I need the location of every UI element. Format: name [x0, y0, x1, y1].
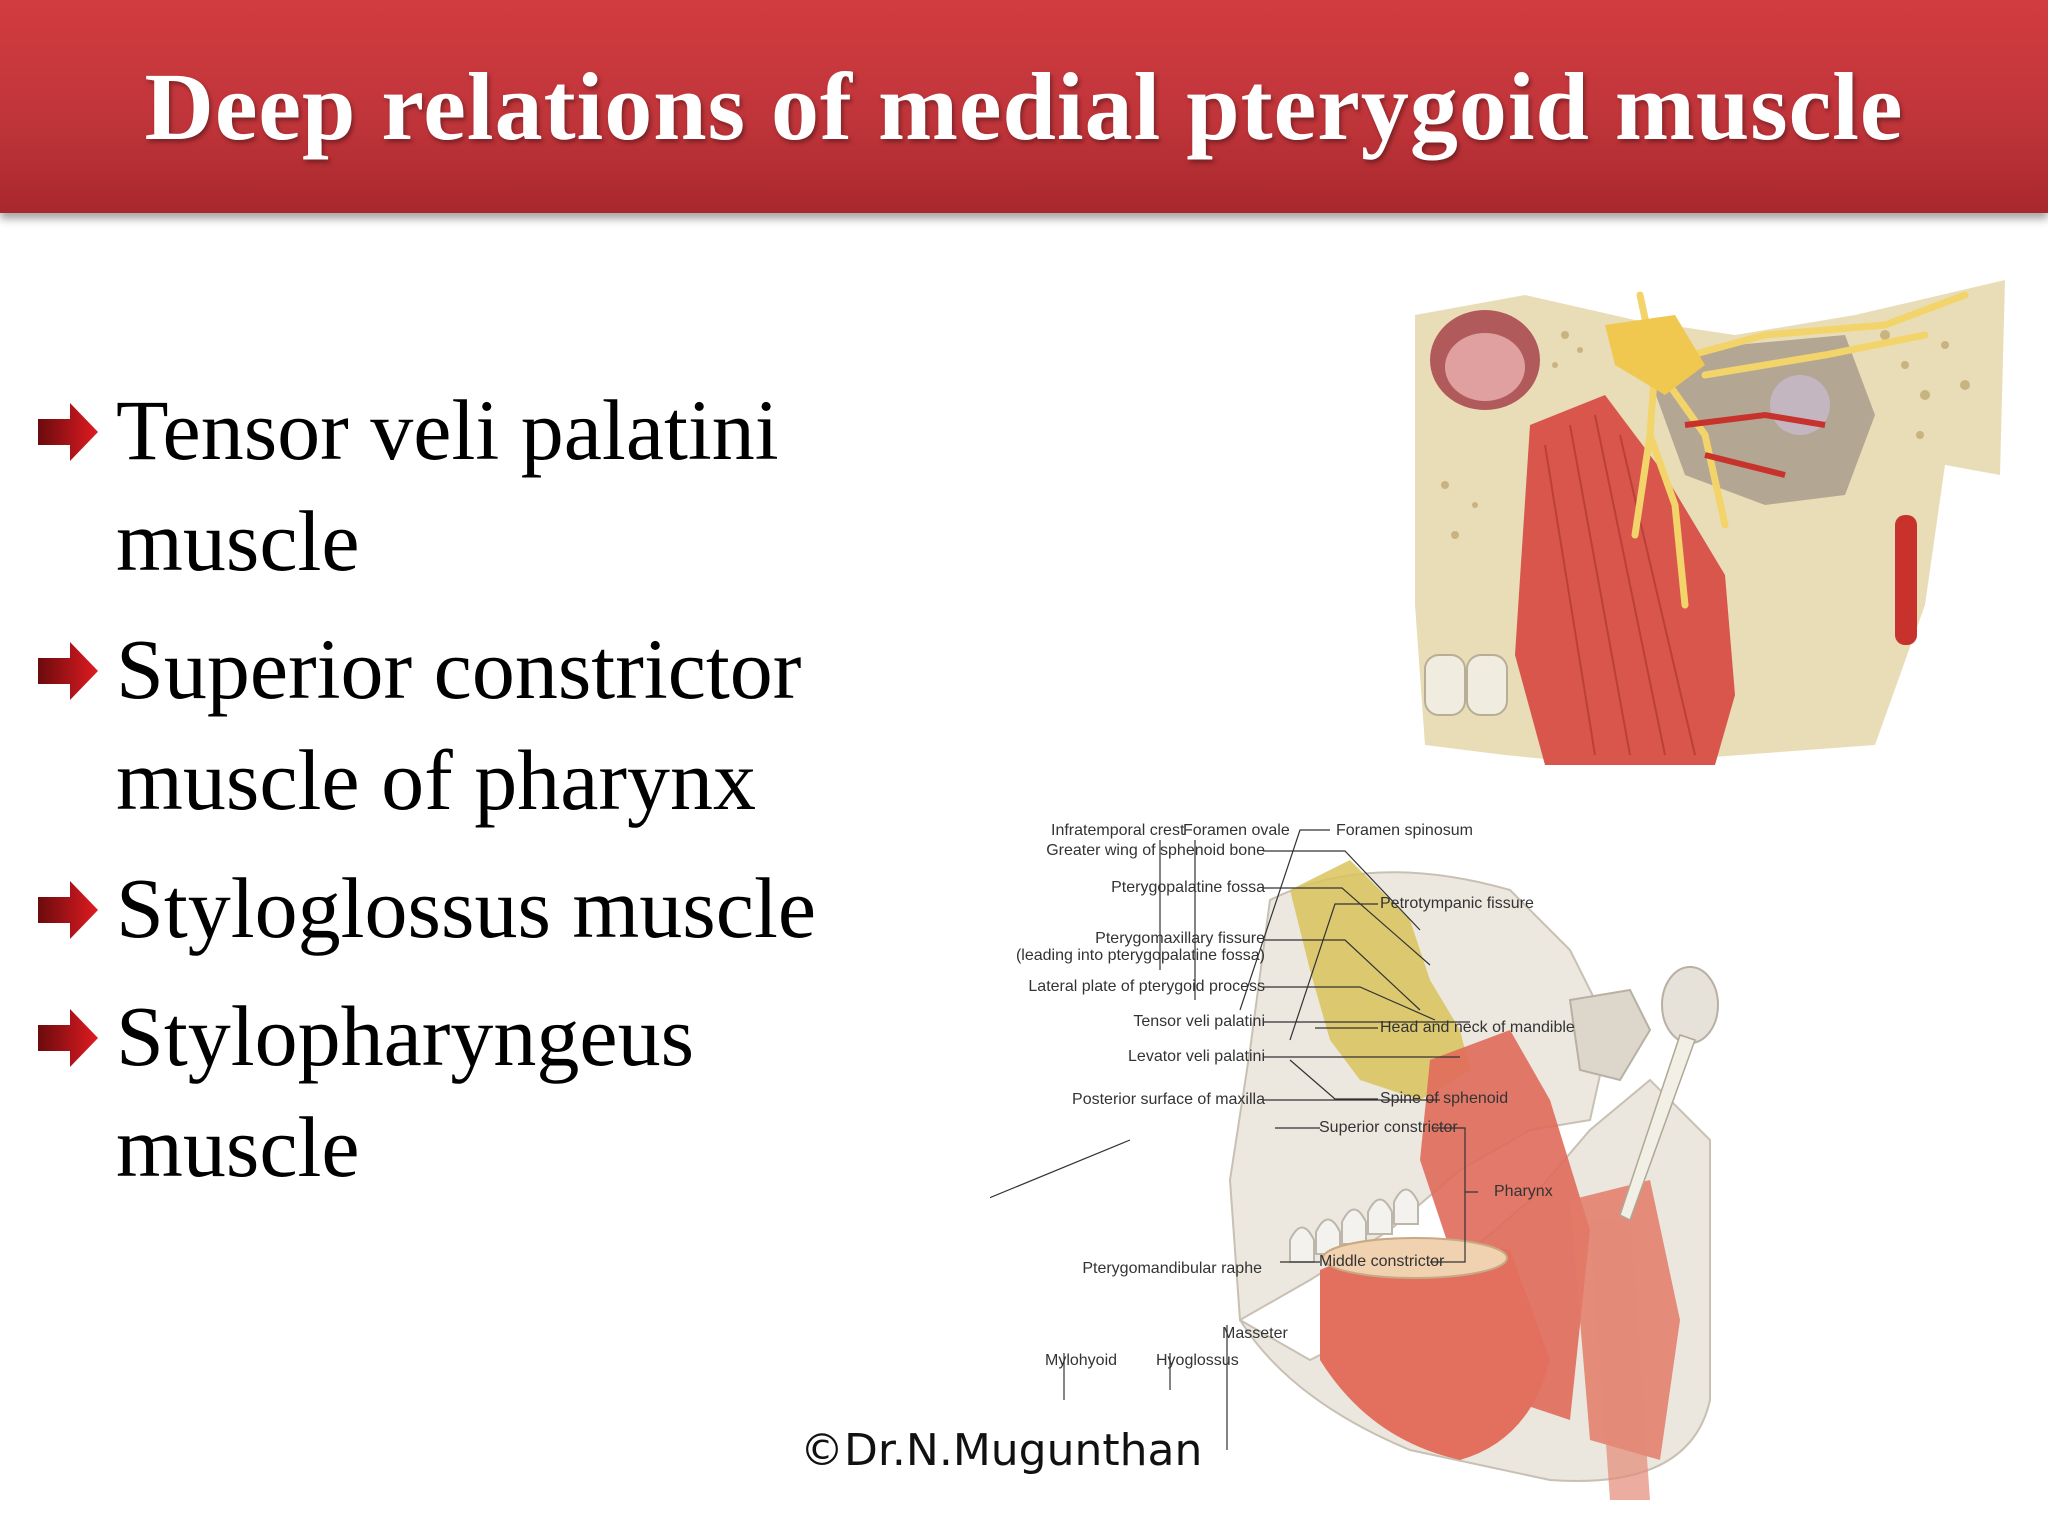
- label-superior-constrictor: Superior constrictor: [1319, 1119, 1458, 1136]
- label-foramen-ovale: Foramen ovale: [1183, 822, 1290, 839]
- label-masseter: Masseter: [1222, 1325, 1288, 1342]
- bullet-item: Superior constrictor muscle of pharynx: [36, 614, 916, 836]
- bullet-list: Tensor veli palatini muscle Superior con…: [36, 375, 916, 1220]
- bullet-text-line2: muscle: [116, 1099, 360, 1195]
- label-pterygomandibular-raphe: Pterygomandibular raphe: [1082, 1260, 1262, 1277]
- label-posterior-surface-maxilla: Posterior surface of maxilla: [1072, 1091, 1265, 1108]
- label-lateral-plate-pterygoid: Lateral plate of pterygoid process: [1028, 978, 1265, 995]
- arrow-bullet-icon: [38, 403, 98, 461]
- label-greater-wing-sphenoid: Greater wing of sphenoid bone: [1046, 842, 1265, 859]
- bullet-item: Styloglossus muscle: [36, 853, 916, 964]
- bullet-text-line1: Tensor veli palatini: [116, 382, 779, 478]
- bullet-item: Stylopharyngeus muscle: [36, 981, 916, 1203]
- arrow-bullet-icon: [38, 881, 98, 939]
- bullet-item: Tensor veli palatini muscle: [36, 375, 916, 597]
- bullet-text-line1: Superior constrictor: [116, 621, 802, 717]
- label-mylohyoid: Mylohyoid: [1045, 1352, 1118, 1369]
- title-bar: Deep relations of medial pterygoid muscl…: [0, 0, 2048, 213]
- label-hyoglossus: Hyoglossus: [1156, 1352, 1239, 1369]
- anatomy-illustration-top: [1405, 275, 2010, 770]
- bullet-text-line1: Styloglossus muscle: [116, 860, 817, 956]
- label-tensor-veli-palatini: Tensor veli palatini: [1133, 1013, 1265, 1030]
- label-levator-veli-palatini: Levator veli palatini: [1128, 1048, 1265, 1065]
- label-pterygopalatine-fossa: Pterygopalatine fossa: [1111, 879, 1265, 896]
- label-infratemporal-crest: Infratemporal crest: [1051, 822, 1185, 839]
- label-pterygomaxillary-fissure: Pterygomaxillary fissure: [1095, 930, 1265, 947]
- anatomy-illustration-bottom: Infratemporal crest Foramen ovale Forame…: [990, 800, 2020, 1530]
- label-petrotympanic-fissure: Petrotympanic fissure: [1380, 895, 1534, 912]
- label-middle-constrictor: Middle constrictor: [1319, 1253, 1445, 1270]
- label-pharynx: Pharynx: [1494, 1183, 1553, 1200]
- label-head-neck-mandible: Head and neck of mandible: [1380, 1019, 1575, 1036]
- bullet-text-line1: Stylopharyngeus: [116, 988, 695, 1084]
- label-foramen-spinosum: Foramen spinosum: [1336, 822, 1473, 839]
- bullet-text-line2: muscle of pharynx: [116, 732, 757, 828]
- copyright-text: ©Dr.N.Mugunthan: [800, 1425, 1203, 1476]
- anatomy-drawing: [990, 829, 1719, 1500]
- bullet-text-line2: muscle: [116, 493, 360, 589]
- arrow-bullet-icon: [38, 642, 98, 700]
- arrow-bullet-icon: [38, 1009, 98, 1067]
- slide-title: Deep relations of medial pterygoid muscl…: [144, 53, 1904, 160]
- label-spine-sphenoid: Spine of sphenoid: [1380, 1090, 1509, 1107]
- label-pterygomaxillary-fissure-sub: (leading into pterygopalatine fossa): [1015, 947, 1265, 964]
